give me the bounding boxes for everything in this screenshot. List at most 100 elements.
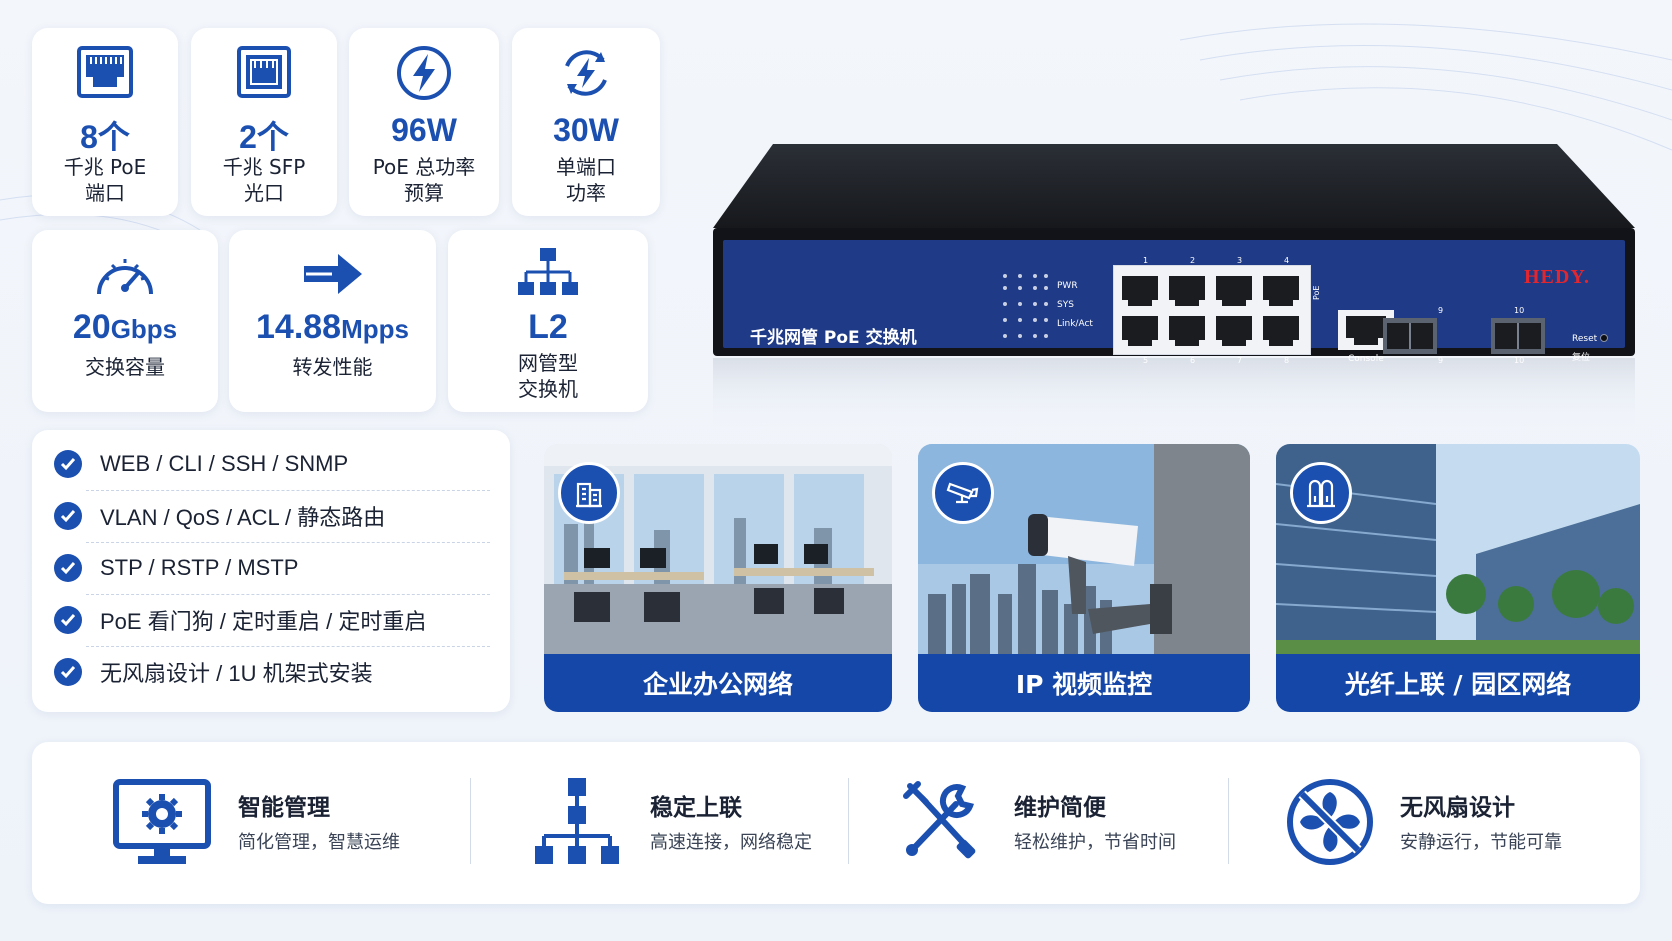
divider	[86, 594, 490, 595]
benefit-desc: 简化管理，智慧运维	[238, 832, 400, 853]
console-label: Console	[1348, 354, 1384, 364]
port-number-6: 6	[1190, 356, 1196, 365]
reset-label-cn: 复位	[1572, 353, 1591, 363]
port-number-8: 8	[1284, 356, 1290, 365]
stat-value: L2	[528, 308, 568, 346]
building-icon	[558, 462, 620, 524]
feature-item: PoE 看门狗 / 定时重启 / 定时重启	[54, 594, 490, 646]
scene-label: 企业办公网络	[544, 654, 892, 712]
stat-card-layer2: L2 网管型 交换机	[448, 230, 648, 412]
device-panel-label: 千兆网管 PoE 交换机	[750, 328, 917, 348]
port-number-5: 5	[1143, 356, 1149, 365]
feature-text: 无风扇设计 / 1U 机架式安装	[100, 661, 373, 686]
divider	[848, 778, 849, 864]
stat-value-unit: Gbps	[110, 314, 178, 344]
ethernet-port-icon	[77, 46, 133, 98]
tools-icon	[903, 781, 976, 859]
feature-text: VLAN / QoS / ACL / 静态路由	[100, 505, 386, 530]
led-label-link: Link/Act	[1057, 319, 1093, 329]
feature-text: STP / RSTP / MSTP	[100, 555, 299, 580]
stat-label: 千兆 SFP	[222, 155, 306, 179]
check-icon	[54, 606, 82, 634]
stat-label: 交换机	[518, 377, 578, 401]
scene-card-office: 企业办公网络	[544, 444, 892, 712]
scene-label: 光纤上联 / 园区网络	[1276, 654, 1640, 712]
speedometer-icon	[97, 259, 153, 295]
stat-value-number: 20	[72, 308, 111, 346]
network-tree-icon	[518, 248, 578, 295]
benefit-fanless: 无风扇设计 安静运行，节能可靠	[1230, 742, 1640, 904]
scene-label: IP 视频监控	[918, 654, 1250, 712]
power-cycle-icon	[565, 50, 607, 96]
check-icon	[54, 502, 82, 530]
stat-label: 功率	[566, 181, 606, 205]
benefits-card: 智能管理 简化管理，智慧运维 稳定上联 高速连接，网络稳定 维护简便	[32, 742, 1640, 904]
rj45-port-block	[1113, 265, 1311, 355]
stat-card-forwarding-rate: 14.88Mpps 转发性能	[229, 230, 436, 412]
feature-text: WEB / CLI / SSH / SNMP	[100, 451, 349, 476]
benefit-smart-management: 智能管理 简化管理，智慧运维	[32, 742, 432, 904]
led-label-pwr: PWR	[1057, 281, 1078, 291]
feature-item: STP / RSTP / MSTP	[54, 542, 490, 594]
stat-label: 转发性能	[292, 355, 373, 379]
port-number-2: 2	[1190, 256, 1196, 265]
reset-label: Reset	[1572, 334, 1598, 344]
stat-label: 预算	[404, 181, 444, 205]
camera-icon	[932, 462, 994, 524]
benefit-title: 无风扇设计	[1400, 795, 1515, 821]
port-number-1: 1	[1143, 256, 1149, 265]
feature-item: WEB / CLI / SSH / SNMP	[54, 438, 490, 490]
feature-item: 无风扇设计 / 1U 机架式安装	[54, 646, 490, 698]
port-number-7: 7	[1237, 356, 1243, 365]
scene-card-campus: 光纤上联 / 园区网络	[1276, 444, 1640, 712]
stat-value: 96W	[391, 112, 457, 148]
stat-value: 30W	[553, 112, 619, 148]
benefit-title: 智能管理	[238, 795, 330, 821]
stat-label: 端口	[85, 181, 125, 205]
check-icon	[54, 554, 82, 582]
feature-item: VLAN / QoS / ACL / 静态路由	[54, 490, 490, 542]
stat-card-poe-ports: 8个 千兆 PoE 端口	[32, 28, 178, 216]
rj45-ports	[1122, 276, 1299, 346]
sfp-number-9-top: 9	[1438, 306, 1444, 315]
campus-icon	[1290, 462, 1352, 524]
led-indicator-grid	[1003, 274, 1048, 338]
stat-label: PoE 总功率	[372, 155, 476, 179]
stat-value: 2个	[239, 119, 289, 155]
divider	[86, 646, 490, 647]
check-icon	[54, 658, 82, 686]
led-label-sys: SYS	[1057, 300, 1074, 310]
check-icon	[54, 450, 82, 478]
uplink-tree-icon	[535, 778, 619, 864]
power-bolt-icon	[397, 46, 451, 100]
stat-value-unit: Mpps	[341, 314, 409, 344]
sfp-number-9-bottom: 9	[1438, 356, 1444, 365]
reset-button	[1600, 334, 1608, 342]
sfp-port-9	[1383, 318, 1437, 354]
sfp-number-10-top: 10	[1514, 306, 1525, 315]
sfp-port-10	[1491, 318, 1545, 354]
stat-value: 20Gbps	[32, 308, 218, 347]
stat-value-number: 14.88	[256, 308, 342, 346]
port-number-3: 3	[1237, 256, 1243, 265]
scene-card-surveillance: IP 视频监控	[918, 444, 1250, 712]
feature-list-card: WEB / CLI / SSH / SNMP VLAN / QoS / ACL …	[32, 430, 510, 712]
stat-label: 千兆 PoE	[63, 155, 147, 179]
sfp-number-10-bottom: 10	[1514, 356, 1525, 365]
benefit-desc: 轻松维护，节省时间	[1014, 832, 1176, 853]
forward-arrow-icon	[303, 254, 362, 294]
stat-label: 光口	[244, 181, 284, 205]
divider	[86, 490, 490, 491]
benefit-desc: 安静运行，节能可靠	[1400, 832, 1562, 853]
brand-logo: HEDY.	[1524, 266, 1590, 288]
benefit-desc: 高速连接，网络稳定	[650, 832, 812, 853]
no-fan-icon	[1287, 779, 1373, 865]
stat-label: 交换容量	[85, 355, 165, 379]
divider	[86, 542, 490, 543]
poe-side-label: PoE	[1312, 285, 1321, 301]
benefit-title: 稳定上联	[650, 795, 742, 821]
benefit-easy-maintenance: 维护简便 轻松维护，节省时间	[850, 742, 1230, 904]
stat-card-poe-budget: 96W PoE 总功率 预算	[349, 28, 499, 216]
stat-value: 14.88Mpps	[229, 308, 436, 347]
stat-label: 网管型	[518, 351, 578, 375]
